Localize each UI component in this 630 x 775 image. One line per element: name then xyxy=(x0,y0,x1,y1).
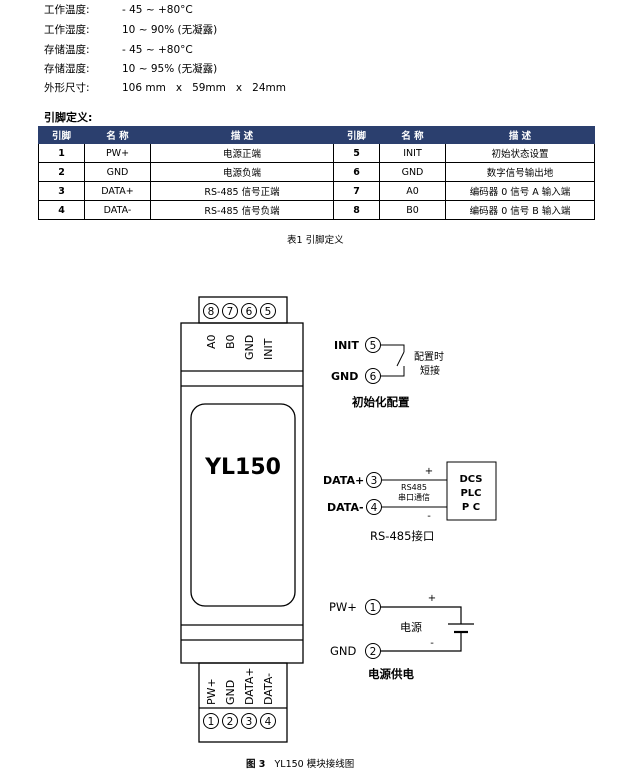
terminal-number: 3 xyxy=(246,716,253,728)
table-cell: RS-485 信号负端 xyxy=(150,200,334,220)
module-label-panel xyxy=(190,403,296,607)
pin-label: DATA+ xyxy=(243,667,256,705)
table-cell: 8 xyxy=(333,200,380,220)
terminal-number: 1 xyxy=(370,602,377,614)
spec-label: 外形尺寸: xyxy=(44,82,90,94)
table-header-row: 引脚 名 称 描 述 引脚 名 称 描 述 xyxy=(38,126,595,144)
host-type: P C xyxy=(462,502,480,513)
bottom-terminal-block xyxy=(198,662,288,743)
init-note: 配置时 xyxy=(414,351,444,363)
pin-label: PW+ xyxy=(205,678,218,705)
power-title: 电源供电 xyxy=(368,667,414,681)
plus-sign: + xyxy=(428,593,436,604)
spec-row: 工作温度: - 45 ~ +80°C xyxy=(44,4,193,17)
pin-label: INIT xyxy=(262,338,275,360)
pw-plus-label: PW+ xyxy=(329,600,357,614)
switch-icon xyxy=(396,351,405,367)
table-header: 引脚 xyxy=(38,126,85,144)
host-type: DCS xyxy=(459,474,482,485)
init-note: 短接 xyxy=(420,364,440,377)
host-type: PLC xyxy=(460,488,481,499)
spec-label: 存储温度: xyxy=(44,44,90,56)
terminal-number: 6 xyxy=(370,371,377,383)
terminal-number: 2 xyxy=(370,646,377,658)
spec-row: 外形尺寸: 106 mm x 59mm x 24mm xyxy=(44,82,286,95)
host-box xyxy=(446,461,497,521)
terminal-number: 1 xyxy=(208,716,215,728)
spec-value: 10 ~ 95% (无凝露) xyxy=(122,63,218,75)
init-title: 初始化配置 xyxy=(352,395,410,409)
rs485-note: RS485 xyxy=(401,483,427,492)
rs485-title: RS-485接口 xyxy=(370,529,434,543)
spec-label: 工作湿度: xyxy=(44,24,90,36)
init-pin-label: INIT xyxy=(334,339,359,352)
pin-label: GND xyxy=(243,335,256,360)
terminal-number: 4 xyxy=(371,502,378,514)
spec-value: - 45 ~ +80°C xyxy=(122,44,193,56)
table-cell: 编码器 0 信号 B 输入端 xyxy=(445,200,595,220)
pin-section-title: 引脚定义: xyxy=(44,111,93,124)
minus-sign: - xyxy=(430,638,434,649)
table-caption: 表1 引脚定义 xyxy=(287,235,344,246)
table-header: 描 述 xyxy=(150,126,334,144)
data-minus-label: DATA- xyxy=(327,501,364,514)
module-body xyxy=(180,322,304,664)
table-header: 名 称 xyxy=(84,126,151,144)
table-header: 引脚 xyxy=(333,126,380,144)
terminal-number: 7 xyxy=(227,306,234,318)
init-wire xyxy=(381,344,405,352)
terminal-number: 5 xyxy=(265,306,272,318)
terminal-number: 2 xyxy=(227,716,234,728)
table-cell: B0 xyxy=(379,200,446,220)
figure-title: YL150 模块接线图 xyxy=(274,759,355,770)
rs485-note: 串口通信 xyxy=(398,492,430,502)
figure-number: 图 3 xyxy=(246,759,266,770)
figure-caption: 图 3 YL150 模块接线图 xyxy=(246,756,354,770)
power-note: 电源 xyxy=(400,620,422,634)
spec-label: 存储湿度: xyxy=(44,63,90,75)
spec-label: 工作温度: xyxy=(44,4,90,16)
table-row: 4 DATA- RS-485 信号负端 8 B0 编码器 0 信号 B 输入端 xyxy=(38,200,595,220)
pin-table: 引脚 名 称 描 述 引脚 名 称 描 述 1 PW+ 电源正端 5 INIT … xyxy=(38,126,595,220)
model-name: YL150 xyxy=(204,455,281,480)
terminal-number: 6 xyxy=(246,306,253,318)
spec-value: - 45 ~ +80°C xyxy=(122,4,193,16)
gnd-pin-label: GND xyxy=(331,370,358,383)
pin-label: A0 xyxy=(205,334,218,349)
terminal-number: 3 xyxy=(371,475,378,487)
terminal-number: 8 xyxy=(208,306,215,318)
table-header: 名 称 xyxy=(379,126,446,144)
plus-sign: + xyxy=(425,466,433,477)
pin-label: DATA- xyxy=(262,673,275,705)
spec-row: 存储湿度: 10 ~ 95% (无凝露) xyxy=(44,63,217,76)
pin-label: GND xyxy=(224,680,237,705)
data-plus-label: DATA+ xyxy=(323,474,364,487)
spec-row: 存储温度: - 45 ~ +80°C xyxy=(44,44,193,57)
spec-row: 工作湿度: 10 ~ 90% (无凝露) xyxy=(44,24,217,37)
power-gnd-label: GND xyxy=(330,644,357,658)
terminal-number: 5 xyxy=(370,340,377,352)
power-wire xyxy=(381,606,462,624)
spec-value: 10 ~ 90% (无凝露) xyxy=(122,24,218,36)
pin-label: B0 xyxy=(224,334,237,349)
spec-value: 106 mm x 59mm x 24mm xyxy=(122,82,286,94)
table-row: 2 GND 电源负端 6 GND 数字信号输出地 xyxy=(38,162,595,182)
terminal-number: 4 xyxy=(265,716,272,728)
table-header: 描 述 xyxy=(445,126,595,144)
minus-sign: - xyxy=(427,511,431,522)
